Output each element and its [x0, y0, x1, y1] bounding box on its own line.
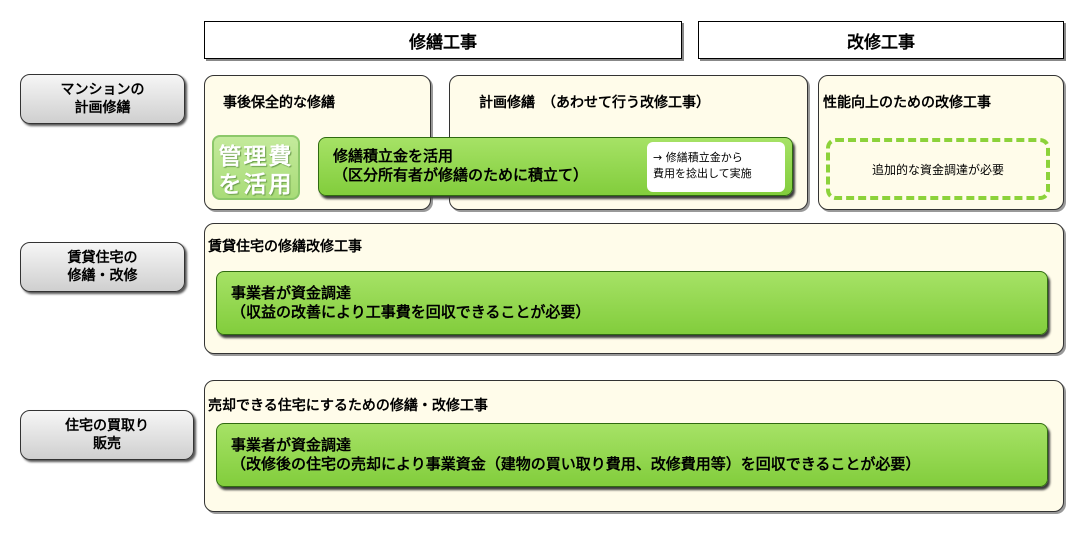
header-kaishu: 改修工事	[698, 21, 1064, 59]
tsuika-funding-box: 追加的な資金調達が必要	[826, 138, 1050, 200]
kaitori-funding-bar: 事業者が資金調達 （改修後の住宅の売却により事業資金（建物の買い取り費用、改修費…	[216, 423, 1048, 487]
title-seino-kojo: 性能向上のための改修工事	[823, 95, 991, 111]
arrow-note-line2: 費用を捻出して実施	[653, 167, 752, 180]
title-kaitori: 売却できる住宅にするための修繕・改修工事	[208, 398, 488, 414]
chintai-funding-bar: 事業者が資金調達 （収益の改善により工事費を回収できることが必要）	[216, 271, 1048, 335]
tsumitate-line2: （区分所有者が修繕のために積立て）	[333, 166, 589, 184]
chintai-bar-line2: （収益の改善により工事費を回収できることが必要）	[231, 303, 591, 321]
panel-seino-kojo	[818, 75, 1064, 210]
title-jigo-hozen: 事後保全的な修繕	[223, 95, 335, 111]
category-chintai-line2: 修繕・改修	[67, 268, 138, 284]
category-mansion-line1: マンションの	[60, 82, 145, 98]
category-kaitori-line2: 販売	[93, 436, 121, 452]
kanrihi-line2: を活用	[218, 172, 294, 198]
category-mansion-line2: 計画修繕	[74, 100, 131, 116]
kaitori-bar-line1: 事業者が資金調達	[231, 436, 352, 454]
tsumitate-line1: 修繕積立金を活用	[333, 147, 454, 165]
category-mansion: マンションの 計画修繕	[20, 74, 185, 124]
chintai-bar-line1: 事業者が資金調達	[231, 284, 352, 302]
title-chintai: 賃貸住宅の修繕改修工事	[208, 239, 362, 255]
header-shuzen: 修繕工事	[204, 21, 682, 59]
category-chintai-line1: 賃貸住宅の	[67, 250, 138, 266]
kanrihi-box: 管理費 を活用	[212, 135, 300, 200]
arrow-note-box: → 修繕積立金から 費用を捻出して実施	[647, 142, 785, 192]
arrow-note-line1: → 修繕積立金から	[653, 151, 743, 164]
category-kaitori-line1: 住宅の買取り	[65, 418, 149, 434]
kaitori-bar-line2: （改修後の住宅の売却により事業資金（建物の買い取り費用、改修費用等）を回収できる…	[231, 455, 921, 473]
kanrihi-line1: 管理費	[218, 144, 294, 170]
category-chintai: 賃貸住宅の 修繕・改修	[20, 242, 185, 292]
title-keikaku-shuzen: 計画修繕 （あわせて行う改修工事）	[479, 95, 710, 111]
category-kaitori: 住宅の買取り 販売	[20, 410, 194, 460]
